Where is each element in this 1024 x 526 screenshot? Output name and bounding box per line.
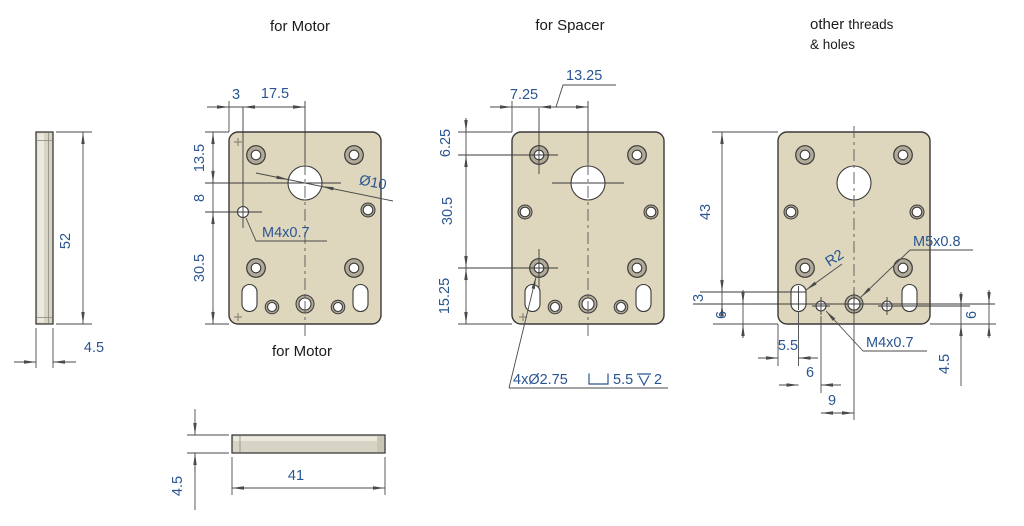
- side-hole: [909, 204, 925, 220]
- bottom-plate-highlight: [233, 436, 384, 441]
- dim-top-chain: 7.25 13.25: [490, 68, 616, 132]
- dim-text-8: 8: [192, 194, 208, 202]
- small-hole: [264, 299, 280, 315]
- dim-text-4-5b: 4.5: [170, 476, 186, 496]
- thread-note-text: M5x0.8: [913, 234, 961, 250]
- side-view: 52 4.5: [14, 131, 104, 368]
- counterbore-hole: [893, 258, 913, 278]
- side-hole: [643, 204, 659, 220]
- cbore-depth-text: 2: [654, 372, 662, 388]
- dim-text-6b: 6: [806, 365, 814, 381]
- dim-text-3: 3: [691, 294, 707, 302]
- view-title: for Spacer: [535, 17, 604, 34]
- slot-hole: [635, 283, 652, 313]
- slot-hole: [241, 283, 258, 313]
- dim-text-17-5: 17.5: [261, 86, 289, 102]
- dim-text-dia10: Ø10: [358, 173, 388, 194]
- m5-thread-leader: M5x0.8: [860, 234, 973, 298]
- small-hole: [330, 299, 346, 315]
- datum-plus-icon: [234, 313, 242, 321]
- cbore-note-prefix: 4xØ2.75: [513, 372, 568, 388]
- leader-line: [555, 84, 616, 108]
- dim-top-chain: 3 17.5: [207, 86, 305, 132]
- dim-text-5-5: 5.5: [778, 338, 798, 354]
- leader-arrow: [275, 175, 289, 181]
- dim-side-thickness: 4.5: [14, 328, 104, 368]
- slot-hole: [352, 283, 369, 313]
- dim-text-6r: 6: [964, 311, 980, 319]
- dim-text-52: 52: [58, 233, 74, 249]
- dim-text-6-25: 6.25: [438, 129, 454, 157]
- thread-note-text: M4x0.7: [866, 335, 914, 351]
- m4-thread-leader: M4x0.7: [245, 217, 327, 242]
- dim-text-6: 6: [714, 311, 730, 319]
- view-title: for Motor: [270, 18, 330, 35]
- dim-text-30-5: 30.5: [440, 197, 456, 225]
- leader-line: [825, 310, 864, 352]
- dim-text-3: 3: [232, 87, 240, 103]
- slot-hole: [901, 283, 918, 313]
- leader-arrow: [321, 185, 335, 191]
- dim-text-13-5: 13.5: [192, 144, 208, 172]
- view-title-bottom: for Motor: [272, 343, 332, 360]
- datum-plus-icon: [519, 313, 527, 321]
- dim-bottom-thickness: 4.5: [170, 409, 229, 510]
- small-hole: [547, 299, 563, 315]
- dim-text-43: 43: [698, 204, 714, 220]
- small-hole: [613, 299, 629, 315]
- cbore-diameter-text: 5.5: [613, 372, 633, 388]
- view-title-line2: & holes: [810, 37, 855, 52]
- counterbore-hole: [627, 258, 647, 278]
- dim-text-4-5: 4.5: [84, 340, 104, 356]
- leader-line: [860, 249, 911, 298]
- counterbore-hole: [627, 145, 647, 165]
- counterbore-callout: 4xØ2.75 5.5 2: [508, 276, 668, 389]
- dim-text-41: 41: [288, 468, 304, 484]
- slot-hole: [524, 283, 541, 313]
- leader-line: [245, 217, 327, 242]
- counterbore-icon: [588, 373, 609, 385]
- dim-text-15-25: 15.25: [437, 278, 453, 314]
- counterbore-hole: [344, 258, 364, 278]
- r2-leader: R2: [805, 247, 847, 291]
- counterbore-hole: [795, 145, 815, 165]
- dim-text-4-5r: 4.5: [937, 354, 953, 374]
- view-title-line1: other threads: [810, 16, 894, 33]
- datum-plus-icon: [234, 138, 242, 146]
- counterbore-hole: [795, 258, 815, 278]
- counterbore-hole: [246, 258, 266, 278]
- dim-text-13-25: 13.25: [566, 68, 602, 84]
- bottom-plate-endcap: [377, 436, 384, 452]
- dim-text-9: 9: [828, 393, 836, 409]
- counterbore-hole: [893, 145, 913, 165]
- diameter-leader: Ø10: [255, 173, 394, 202]
- side-hole: [360, 202, 376, 218]
- spacer-view: for Spacer 7.25 13.25: [437, 17, 668, 389]
- dim-text-7-25: 7.25: [510, 87, 538, 103]
- m4-thread-leader: M4x0.7: [825, 310, 927, 352]
- depth-icon: [637, 373, 651, 387]
- thread-note-text: M4x0.7: [262, 225, 310, 241]
- leader-line: [805, 263, 843, 291]
- side-hole: [783, 204, 799, 220]
- side-hole: [517, 204, 533, 220]
- other-view: other threads & holes: [691, 16, 996, 420]
- dim-text-30-5: 30.5: [192, 254, 208, 282]
- bottom-view: 41 4.5: [170, 409, 386, 510]
- counterbore-hole: [246, 145, 266, 165]
- dim-bottom-chain: 5.5 6 9: [758, 312, 855, 420]
- motor-view: for Motor 13.5: [192, 18, 394, 360]
- dim-left-chain: 6.25 30.5 15.25: [437, 118, 512, 325]
- leader-line: [508, 276, 537, 389]
- side-plate-highlight: [37, 133, 44, 323]
- dim-left-chain: 43 3 6: [691, 131, 778, 338]
- dim-left-chain: 13.5 8 30.5: [192, 131, 229, 325]
- counterbore-hole: [344, 145, 364, 165]
- dim-side-length: 52: [56, 131, 92, 325]
- dim-bottom-length: 41: [231, 457, 386, 495]
- dim-right-chain: 6 4.5: [930, 290, 996, 386]
